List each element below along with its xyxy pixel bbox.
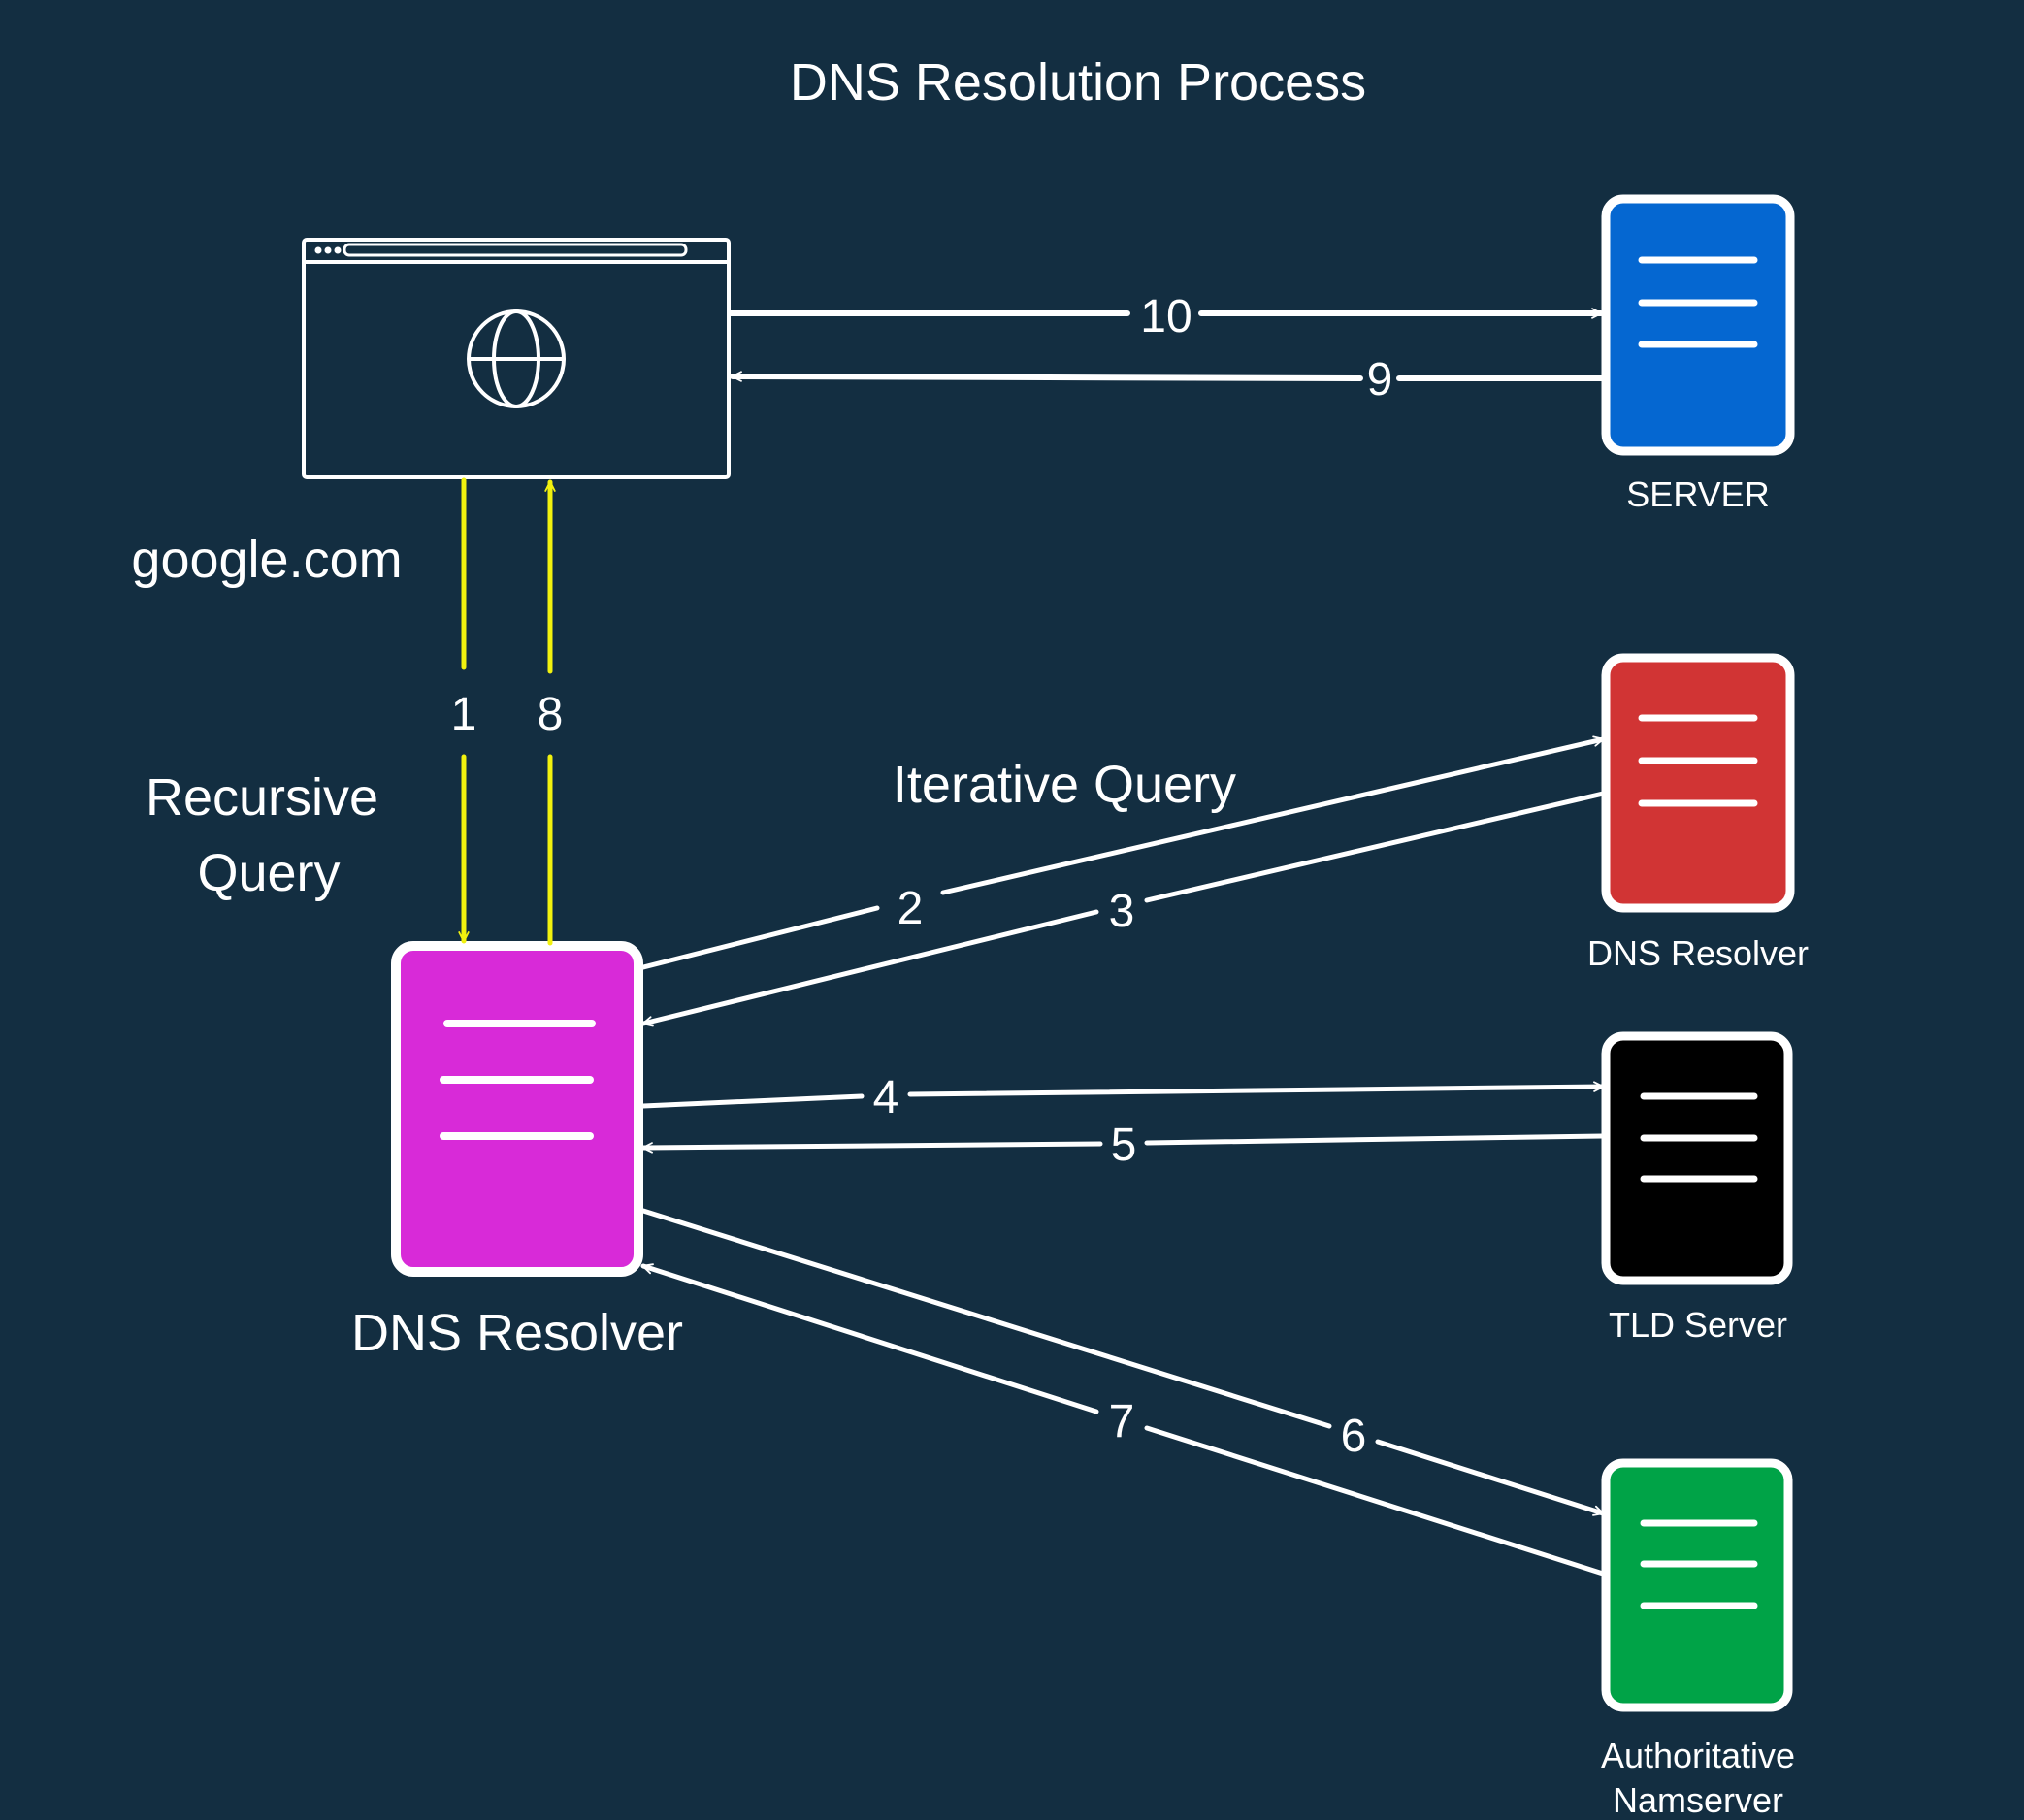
browser-address-bar bbox=[343, 243, 688, 257]
globe-icon bbox=[467, 309, 566, 408]
server-icon bbox=[1638, 256, 1758, 348]
step-6-arrow: 6 bbox=[640, 1208, 1603, 1513]
domain-label: google.com bbox=[131, 531, 402, 589]
diagram-title: DNS Resolution Process bbox=[790, 53, 1366, 112]
step-3-label: 3 bbox=[1109, 886, 1135, 937]
authoritative-nameserver-label-line1: Authoritative bbox=[1601, 1736, 1795, 1775]
step-7-arrow: 7 bbox=[643, 1266, 1606, 1576]
step-2-label: 2 bbox=[898, 883, 924, 934]
step-5-label: 5 bbox=[1111, 1120, 1137, 1171]
step-9-arrow: 9 bbox=[733, 354, 1606, 406]
local-dns-resolver bbox=[391, 941, 643, 1277]
iterative-query-label: Iterative Query bbox=[893, 756, 1236, 814]
root-dns-resolver bbox=[1601, 653, 1795, 913]
step-8-arrow: 8 bbox=[538, 482, 564, 946]
step-1-arrow: 1 bbox=[451, 477, 477, 941]
step-2-arrow: 2 bbox=[640, 739, 1603, 970]
web-server bbox=[1601, 194, 1795, 456]
step-10-arrow: 10 bbox=[728, 291, 1601, 342]
recursive-query-label-line1: Recursive bbox=[146, 768, 378, 827]
tld-server bbox=[1601, 1031, 1793, 1285]
browser-window-controls bbox=[314, 246, 342, 254]
tld-server-label: TLD Server bbox=[1609, 1305, 1787, 1345]
server-icon bbox=[1638, 714, 1758, 807]
server-icon bbox=[440, 1020, 596, 1140]
server-icon bbox=[1640, 1092, 1758, 1183]
step-7-label: 7 bbox=[1109, 1396, 1135, 1447]
step-4-arrow: 4 bbox=[640, 1072, 1603, 1123]
recursive-query-label-line2: Query bbox=[197, 844, 340, 902]
step-6-label: 6 bbox=[1341, 1411, 1367, 1462]
root-dns-resolver-label: DNS Resolver bbox=[1587, 933, 1809, 973]
step-1-label: 1 bbox=[451, 689, 477, 740]
step-8-label: 8 bbox=[538, 689, 564, 740]
authoritative-nameserver-label-line2: Namserver bbox=[1613, 1780, 1783, 1820]
step-10-label: 10 bbox=[1140, 291, 1192, 342]
authoritative-nameserver bbox=[1601, 1458, 1793, 1712]
step-4-label: 4 bbox=[873, 1072, 899, 1123]
step-5-arrow: 5 bbox=[643, 1120, 1606, 1171]
step-3-arrow: 3 bbox=[643, 791, 1606, 1024]
server-icon bbox=[1640, 1519, 1758, 1609]
browser-window bbox=[302, 238, 731, 479]
local-dns-resolver-label: DNS Resolver bbox=[351, 1304, 683, 1362]
web-server-label: SERVER bbox=[1626, 474, 1769, 514]
step-9-label: 9 bbox=[1367, 354, 1393, 406]
